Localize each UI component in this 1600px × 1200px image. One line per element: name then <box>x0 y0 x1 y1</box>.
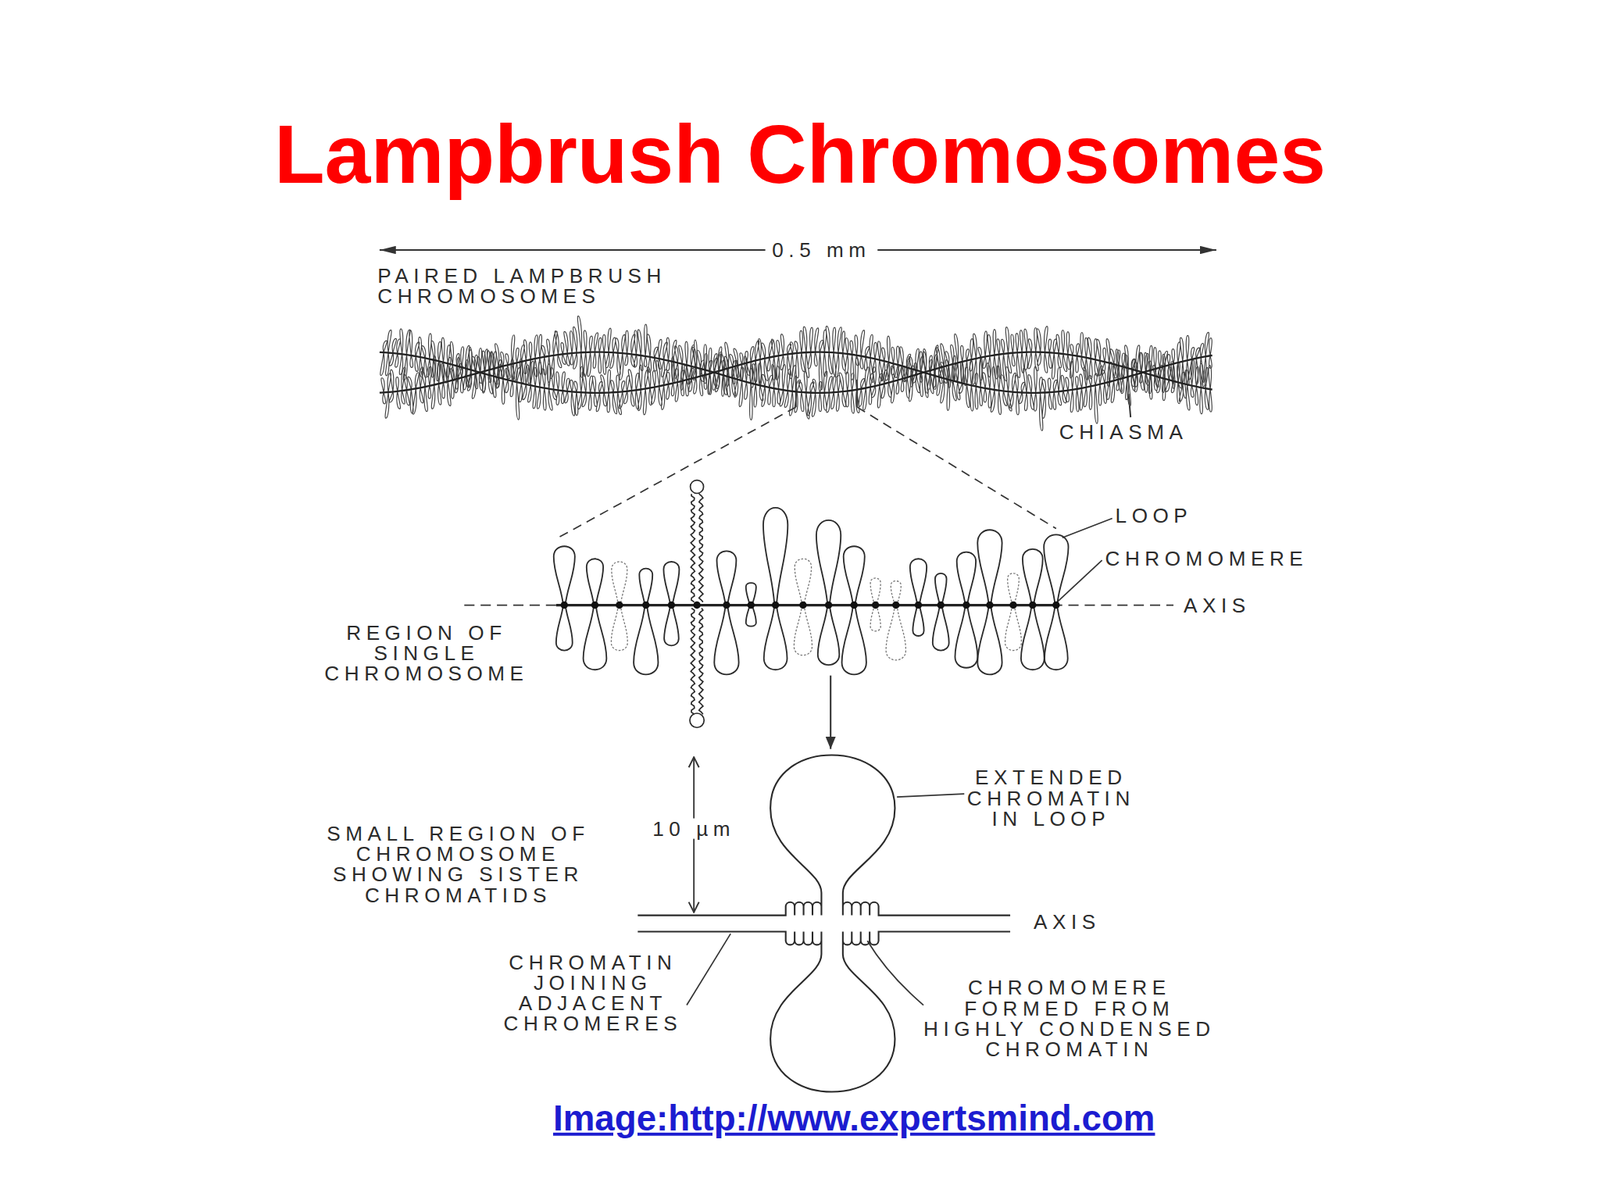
chromatin-loop <box>553 546 575 605</box>
text-label: CHIASMA <box>1059 421 1223 442</box>
chromatin-loop <box>764 605 788 671</box>
chromosome-axis <box>379 352 1213 393</box>
chromatin-loop <box>633 605 658 675</box>
text-label: AXIS <box>1033 910 1157 932</box>
chromatin-loop <box>714 605 739 675</box>
text-label: 0.5 mm <box>765 239 879 261</box>
sister-chromatids <box>637 755 1011 1093</box>
chromatin-loop <box>639 568 653 606</box>
leader-line <box>896 793 965 797</box>
chromomere-dot <box>560 601 568 609</box>
paired-chromosomes <box>379 315 1213 431</box>
title: Lampbrush Chromosomes <box>0 107 1600 202</box>
beaded-loop <box>690 607 695 715</box>
leader-line <box>1062 518 1113 539</box>
chromomere-dot <box>962 601 970 609</box>
text-label: EXTENDED CHROMATIN IN LOOP <box>949 767 1154 829</box>
text-label: LOOP <box>1115 505 1239 526</box>
beaded-loop <box>699 607 704 715</box>
chromatin-loop <box>663 561 679 606</box>
beaded-loop <box>699 493 704 602</box>
chromomere-dot <box>692 601 700 609</box>
chromomere-dot <box>937 601 945 609</box>
axis-line <box>556 603 1060 607</box>
chromatin-loop <box>870 605 881 632</box>
chromatin-loop <box>1021 605 1045 671</box>
chromatin-loop <box>912 605 924 636</box>
text-label: CHROMATIN JOINING ADJACENT CHROMERES <box>490 952 695 1034</box>
chromatin-loop <box>977 529 1002 605</box>
chromatin-loop <box>932 605 950 651</box>
leader-line <box>686 933 731 1005</box>
chromatin-loop <box>817 605 840 666</box>
chromatin-loop <box>1005 605 1022 651</box>
chromomere-dot <box>615 601 623 609</box>
chromomere-dot <box>985 601 993 609</box>
chromatin-loop <box>583 605 608 671</box>
lateral-loops <box>381 315 1212 420</box>
chromatin-loop <box>843 546 865 605</box>
chromatin-loop <box>793 605 812 656</box>
leader-line <box>1057 560 1102 603</box>
chromatid <box>637 931 1011 1092</box>
zoom-arrow <box>829 675 832 750</box>
axis-line <box>464 604 1174 607</box>
text-label: PAIRED LAMPBRUSH CHROMOSOMES <box>377 265 704 307</box>
text-label: 10 µm <box>644 818 743 840</box>
text-label: CHROMOMERE <box>1105 547 1350 568</box>
chromatin-loop <box>1022 549 1043 606</box>
text-label: SMALL REGION OF CHROMOSOME SHOWING SISTE… <box>315 823 602 905</box>
chromatin-loop <box>1043 534 1068 605</box>
chromatin-loop <box>842 605 867 675</box>
chromomere-dot <box>642 601 650 609</box>
chromatin-loop <box>794 558 811 605</box>
chromatin-loop <box>954 605 978 668</box>
chromatin-loop <box>885 605 906 661</box>
chromatin-loop <box>610 605 628 651</box>
chromomere-dot <box>825 601 833 609</box>
beaded-loop-end <box>690 480 704 494</box>
zoom-line <box>556 407 797 539</box>
chromatin-loop <box>1044 605 1068 671</box>
chromatin-loop <box>664 605 679 647</box>
chromatin-loop <box>957 552 976 606</box>
chromatin-loop <box>717 550 737 605</box>
chromomere-dot <box>1009 601 1017 609</box>
chromatin-loop <box>586 558 604 605</box>
chromomere-dot <box>1052 601 1060 609</box>
beaded-loop <box>690 493 695 602</box>
chromatin-loop <box>1007 573 1020 606</box>
chromomere-dot <box>892 601 900 609</box>
source-caption: Image:http://www.expertsmind.com <box>53 1097 1600 1139</box>
chromosome-axis <box>379 352 1213 393</box>
chromatin-loop <box>977 605 1002 675</box>
chromatin-loop <box>556 605 573 651</box>
chromatid <box>637 755 1011 916</box>
chromomere-dot <box>591 601 599 609</box>
chromomere-dot <box>850 601 858 609</box>
chromatin-loop <box>935 573 947 606</box>
chromomere-dot <box>667 601 675 609</box>
text-label: REGION OF SINGLE CHROMOSOME <box>314 622 539 684</box>
chromomere-dot <box>871 601 879 609</box>
chromomere-dot <box>722 601 730 609</box>
beaded-loop-end <box>689 713 704 728</box>
chromatin-loop <box>763 507 788 606</box>
chromomere-dot <box>771 601 779 609</box>
chromomere-dot <box>747 601 755 609</box>
chromatin-loop <box>611 561 628 606</box>
chromatin-loop <box>910 558 927 605</box>
chromomere-dot <box>1028 601 1036 609</box>
text-label: CHROMOMERE FORMED FROM HIGHLY CONDENSED … <box>914 977 1225 1059</box>
chromomere-dot <box>914 601 922 609</box>
single-chromosome <box>553 480 1069 729</box>
chromatin-loop <box>870 578 881 606</box>
chromomere-dot <box>799 601 807 609</box>
text-label: AXIS <box>1183 594 1307 615</box>
zoom-line <box>857 407 1057 529</box>
chromatin-loop <box>816 520 841 606</box>
